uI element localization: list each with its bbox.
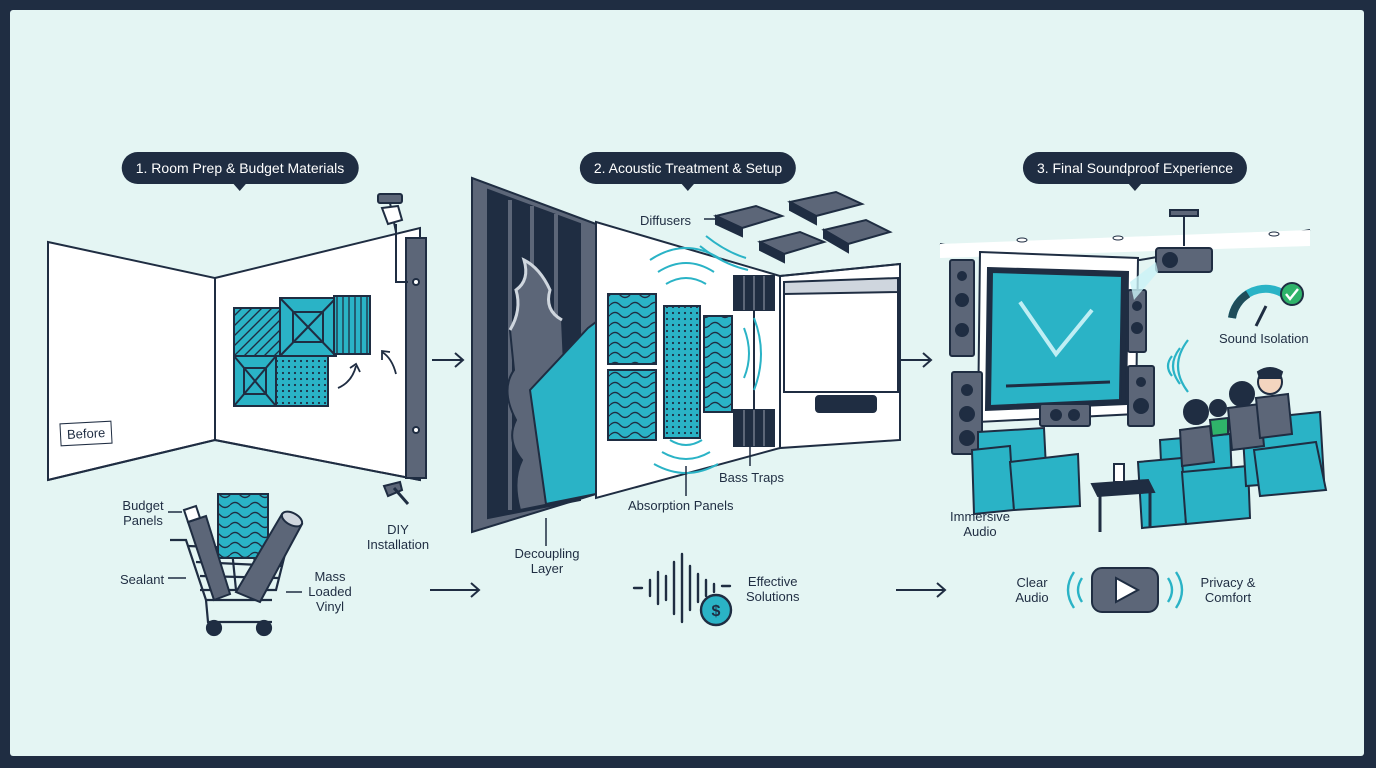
label-diffusers: Diffusers bbox=[640, 213, 692, 228]
sound-wave-dollar-icon: $ bbox=[632, 552, 733, 627]
label-absorption-panels: Absorption Panels bbox=[628, 498, 734, 513]
before-sign: Before bbox=[59, 420, 113, 447]
wall-cross-section bbox=[471, 176, 597, 534]
step-2-title: 2. Acoustic Treatment & Setup bbox=[579, 152, 797, 191]
before-room bbox=[47, 226, 421, 482]
bass-traps bbox=[733, 275, 775, 447]
projection-screen bbox=[976, 250, 1140, 424]
projector-icon bbox=[1155, 209, 1213, 273]
label-decoupling-layer: Decoupling Layer bbox=[514, 546, 580, 576]
absorption-panels bbox=[607, 293, 733, 441]
step-1-title: 1. Room Prep & Budget Materials bbox=[121, 152, 359, 191]
cart-contents bbox=[182, 493, 304, 604]
play-sound-waves bbox=[1066, 571, 1184, 609]
diagram-canvas: $ bbox=[10, 10, 1364, 756]
play-button-icon bbox=[1091, 567, 1159, 613]
cart-leader-lines bbox=[168, 511, 302, 593]
sound-wave-arcs bbox=[649, 235, 762, 474]
ceiling-lights bbox=[1016, 231, 1280, 243]
hammer-icon bbox=[382, 480, 410, 505]
label-diy-installation: DIY Installation bbox=[366, 522, 430, 552]
diagram-artwork: $ bbox=[47, 176, 1328, 637]
label-mass-loaded-vinyl: Mass Loaded Vinyl bbox=[308, 569, 352, 614]
arrow-right-icon bbox=[430, 352, 947, 598]
theater-sound-waves bbox=[1166, 339, 1189, 393]
label-budget-panels: Budget Panels bbox=[122, 498, 164, 528]
side-table bbox=[1090, 463, 1156, 532]
label-sound-isolation: Sound Isolation bbox=[1219, 331, 1309, 346]
step-3-title: 3. Final Soundproof Experience bbox=[1022, 152, 1248, 191]
label-immersive-audio: Immersive Audio bbox=[950, 509, 1010, 539]
placement-arrows bbox=[337, 349, 397, 389]
label-clear-audio: Clear Audio bbox=[1015, 575, 1049, 605]
label-effective-solutions: Effective Solutions bbox=[746, 574, 800, 604]
diffusers bbox=[713, 190, 893, 264]
label-privacy-comfort: Privacy & Comfort bbox=[1200, 575, 1256, 605]
hammer-hand-icon bbox=[377, 193, 404, 233]
viewers bbox=[1178, 367, 1294, 468]
acoustic-tile-cluster bbox=[233, 295, 371, 407]
projector-beam bbox=[1130, 262, 1158, 300]
label-sealant: Sealant bbox=[120, 572, 165, 587]
gauge-check-icon bbox=[1228, 282, 1304, 327]
wall-stud bbox=[395, 224, 427, 479]
svg-text:$: $ bbox=[712, 603, 721, 620]
step2-leader-lines bbox=[545, 218, 751, 546]
speakers bbox=[949, 259, 1155, 455]
label-bass-traps: Bass Traps bbox=[719, 470, 785, 485]
